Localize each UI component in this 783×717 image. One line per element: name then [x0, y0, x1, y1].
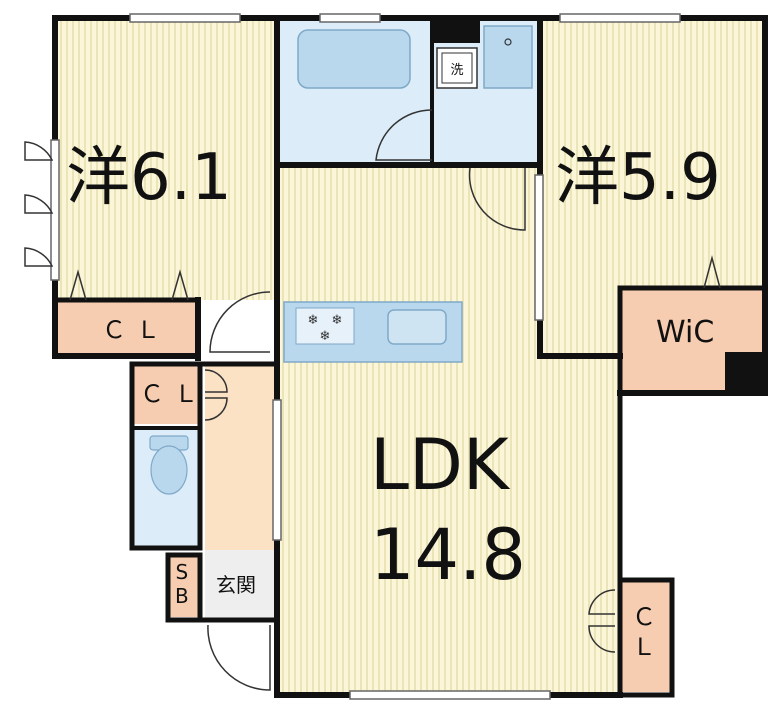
- wic-wall-block: [725, 352, 765, 393]
- washer-mark: 洗: [450, 63, 463, 78]
- washroom-wall-block: [432, 18, 480, 43]
- hallway: [205, 364, 275, 550]
- room-type: 洋: [555, 141, 619, 215]
- room-label-western-6-1: 洋6.1: [66, 146, 232, 210]
- basin-drain: [504, 38, 512, 46]
- closet-3: [620, 580, 672, 692]
- shoebox: [168, 555, 200, 617]
- washer-space: [436, 47, 478, 89]
- entrance-floor: [205, 550, 275, 620]
- room-size: 5.9: [619, 141, 721, 215]
- burner-icon: ❄: [332, 313, 343, 328]
- burner-icon: ❄: [308, 313, 319, 328]
- closet-2: [132, 364, 200, 424]
- closet-3-label-bottom: Ｌ: [632, 633, 656, 661]
- room-label-western-5-9: 洋5.9: [555, 146, 721, 210]
- western-room-6-1-floor: [55, 18, 277, 300]
- closet-1-label: ＣＬ: [102, 316, 170, 344]
- bathtub: [297, 29, 411, 89]
- kitchen-sink: [387, 309, 447, 345]
- wic-label: WiC: [656, 315, 715, 350]
- closet-3-label-top: Ｃ: [632, 603, 656, 631]
- room-label-ldk: LDK: [370, 424, 509, 506]
- room-size: 6.1: [130, 141, 232, 215]
- shoebox-label: S B: [175, 562, 189, 606]
- room-type: 洋: [66, 141, 130, 215]
- burner-icon: ❄: [320, 329, 331, 344]
- doors: [24, 109, 721, 691]
- wash-basin: [483, 25, 533, 89]
- windows: [50, 13, 681, 700]
- closet-1: [55, 300, 198, 356]
- closet-3-label: Ｃ Ｌ: [632, 605, 656, 659]
- shoebox-label-bottom: B: [175, 584, 189, 608]
- entrance-label: 玄関: [216, 573, 256, 597]
- closet-2-label: ＣＬ: [140, 380, 208, 408]
- shoebox-label-top: S: [175, 560, 189, 584]
- toilet-bowl: [150, 445, 188, 495]
- room-label-ldk-size: 14.8: [370, 514, 526, 596]
- stove: [295, 307, 355, 345]
